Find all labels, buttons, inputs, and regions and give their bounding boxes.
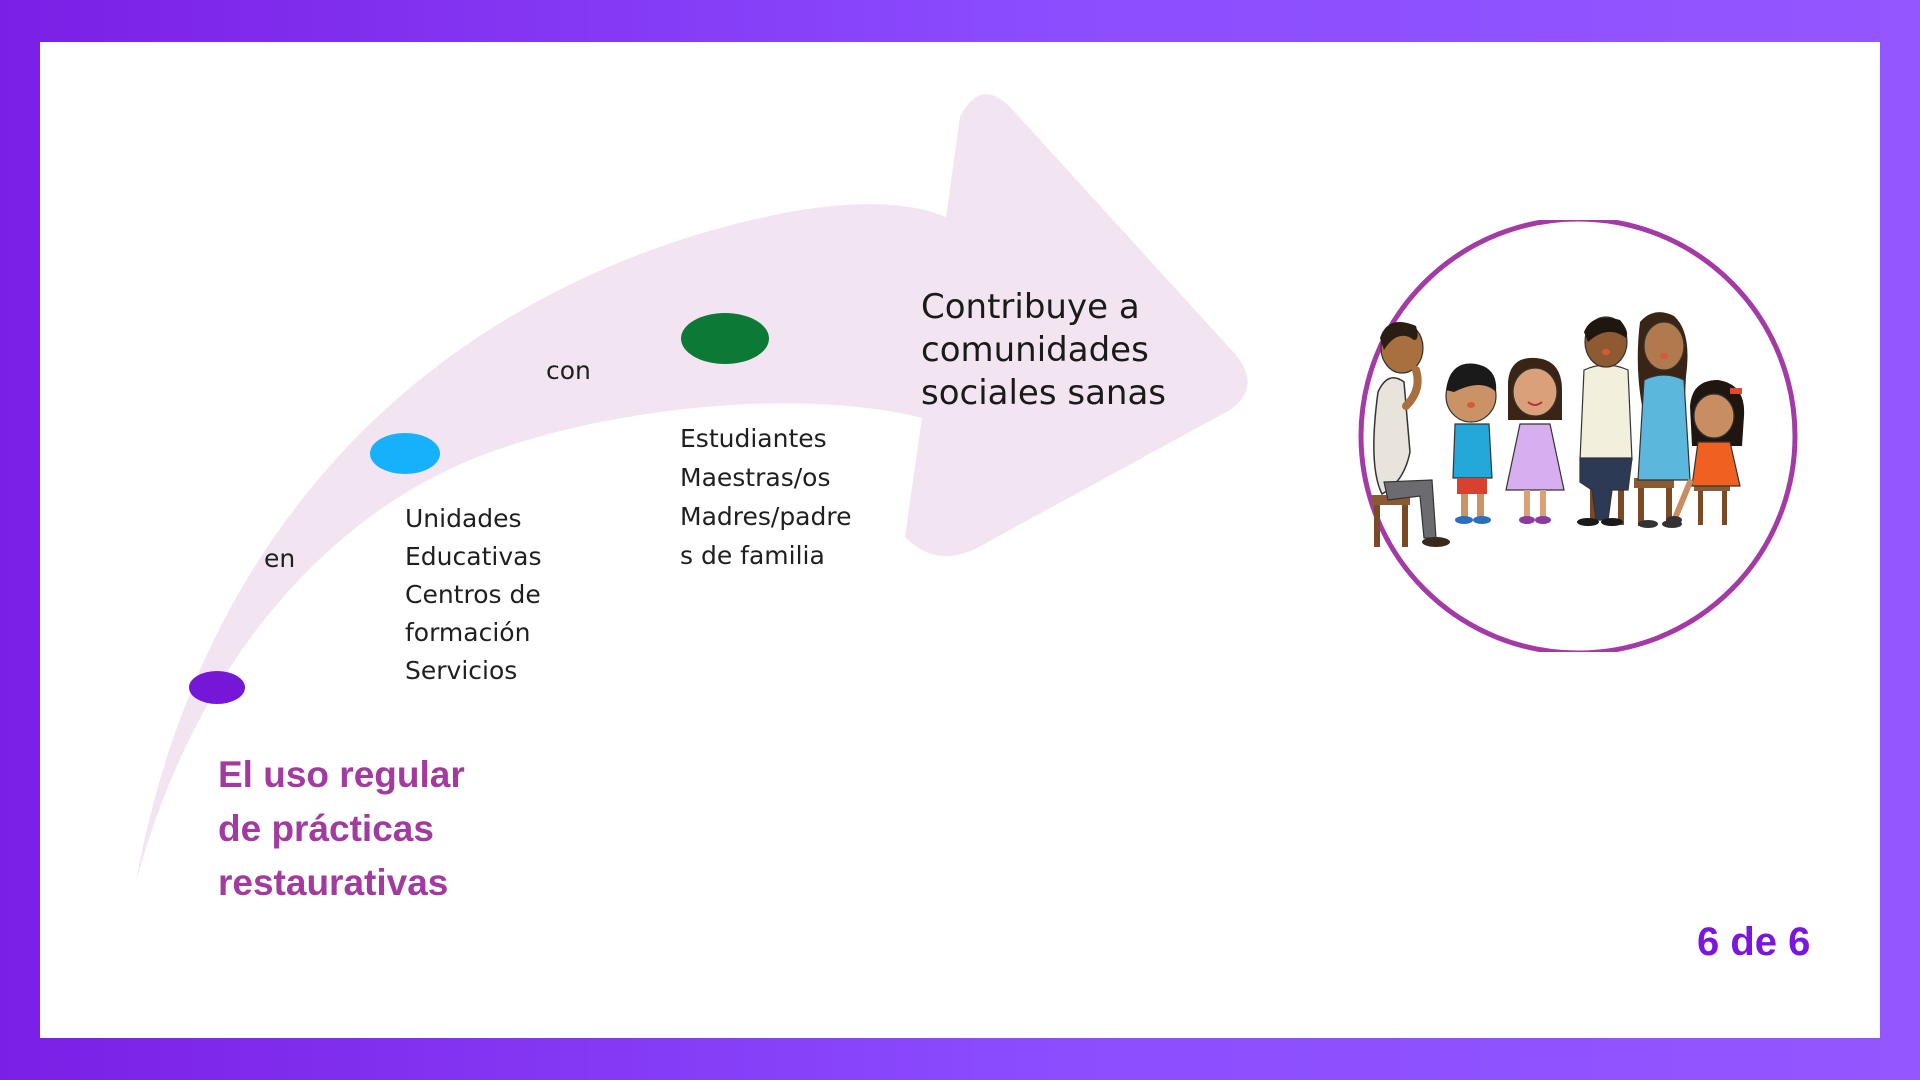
outcome-line: sociales sanas: [921, 373, 1167, 413]
curved-arrow-icon: [136, 94, 1248, 883]
participants-item: s de familia: [680, 541, 825, 570]
places-item: Centros de: [405, 580, 541, 609]
places-item: Educativas: [405, 542, 542, 571]
places-item: Servicios: [405, 656, 518, 685]
places-item: Unidades: [405, 504, 522, 533]
headline-line: El uso regular: [218, 754, 465, 795]
places-list: Unidades Educativas Centros de formación…: [405, 500, 541, 690]
places-item: formación: [405, 618, 531, 647]
participants-list: Estudiantes Maestras/os Madres/padre s d…: [680, 419, 851, 575]
slide-canvas: en con Unidades Educativas Centros de fo…: [40, 42, 1880, 1038]
person-boy: [1445, 363, 1497, 524]
connector-con: con: [546, 356, 591, 385]
person-man-left: [1372, 322, 1450, 547]
participants-item: Estudiantes: [680, 424, 827, 453]
page-number: 6 de 6: [1697, 920, 1811, 964]
outcome-text: Contribuye a comunidades sociales sanas: [921, 286, 1166, 415]
family-group-illustration: [1358, 220, 1798, 652]
places-dot: [370, 433, 440, 474]
connector-en: en: [264, 544, 296, 573]
start-dot: [189, 671, 245, 704]
participants-item: Maestras/os: [680, 463, 831, 492]
outcome-line: Contribuye a: [921, 287, 1140, 327]
person-man-center: [1577, 316, 1633, 526]
headline-line: restaurativas: [218, 862, 449, 903]
outcome-line: comunidades: [921, 330, 1149, 370]
circle-border: [1358, 220, 1798, 652]
person-girl: [1505, 357, 1565, 524]
participants-dot: [681, 313, 769, 364]
headline: El uso regular de prácticas restaurativa…: [218, 748, 465, 910]
arrow-shape: [136, 94, 1248, 883]
participants-item: Madres/padre: [680, 502, 852, 531]
person-woman: [1634, 312, 1691, 528]
person-small-girl: [1666, 380, 1745, 525]
headline-line: de prácticas: [218, 808, 434, 849]
